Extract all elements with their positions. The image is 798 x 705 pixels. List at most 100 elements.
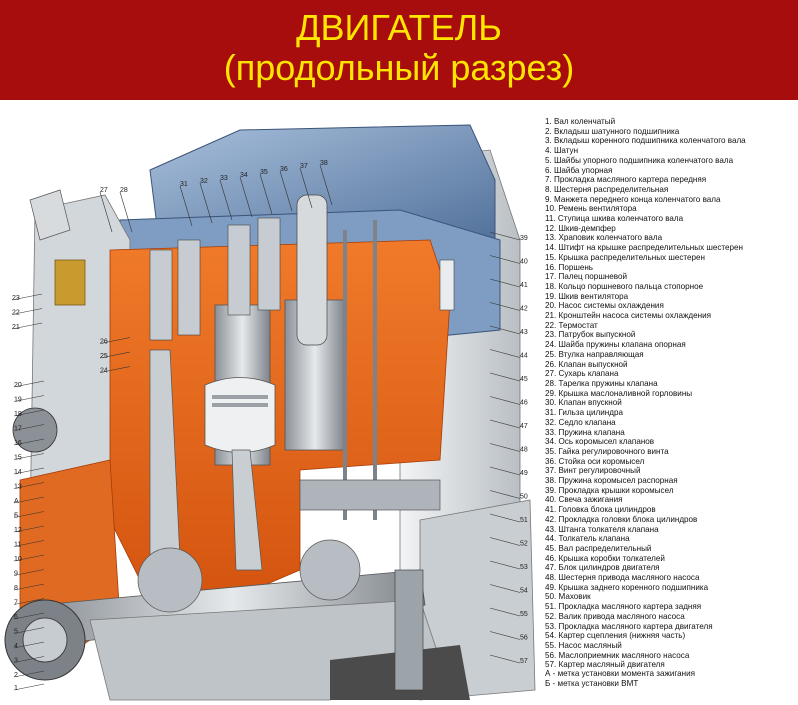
legend-item: 39. Прокладка крышки коромысел [545, 485, 674, 495]
callout-label: 27 [100, 187, 108, 194]
callout-label: 47 [520, 423, 528, 430]
legend-item: 26. Клапан выпускной [545, 359, 628, 369]
legend-item: 11. Ступица шкива коленчатого вала [545, 214, 684, 224]
callout-leader [13, 395, 45, 402]
callout-leader [489, 443, 521, 452]
callout-label: А [14, 498, 19, 505]
callout-leader [13, 438, 45, 446]
callout-label: 8 [14, 585, 18, 592]
legend-item: 37. Винт регулировочный [545, 466, 641, 476]
legend-item: 57. Картер масляный двигателя [545, 660, 665, 670]
thermostat [54, 259, 86, 306]
callout-label: 5 [14, 629, 18, 636]
callout-leader [199, 182, 213, 224]
callout-leader [11, 293, 43, 301]
callout-leader [13, 424, 45, 431]
legend-item: 23. Патрубок выпускной [545, 330, 636, 340]
crank-counterweight-2 [299, 539, 361, 601]
callout-leader [489, 325, 521, 335]
legend-item: 16. Поршень [545, 262, 594, 272]
callout-label: 38 [320, 160, 328, 167]
callout-label: 6 [14, 614, 18, 621]
legend-item: 28. Тарелка пружины клапана [545, 378, 658, 388]
callout-leader [319, 164, 333, 206]
callout-leader [13, 467, 45, 475]
callout-leader [299, 167, 313, 209]
callout-leader [13, 641, 45, 649]
legend-item: 36. Стойка оси коромысел [545, 456, 645, 466]
callout-label: 53 [520, 564, 528, 571]
callout-label: 16 [14, 440, 22, 447]
legend-item: 49. Крышка заднего коренного подшипника [545, 582, 709, 592]
callout-leader [489, 372, 521, 382]
legend-item: 56. Маслоприемник масляного насоса [545, 650, 690, 660]
legend-item: 1. Вал коленчатый [545, 117, 616, 126]
callout-label: 17 [14, 426, 22, 433]
callout-leader [489, 513, 521, 523]
outlet-pipe [29, 189, 71, 241]
callout-leader [179, 185, 193, 227]
legend-item: 12. Шкив-демпфер [545, 223, 616, 233]
callout-label: 21 [12, 324, 20, 331]
callout-label: 43 [520, 329, 528, 336]
legend-item: 38. Пружина коромысел распорная [545, 476, 678, 486]
callout-label: 7 [14, 600, 18, 607]
callout-label: 36 [280, 166, 288, 173]
callout-leader [13, 627, 45, 634]
callout-leader [489, 537, 521, 546]
legend-item: 27. Сухарь клапана [545, 369, 619, 379]
callout-leader [489, 396, 521, 405]
legend-item: 13. Храповик коленчатого вала [545, 233, 663, 243]
legend-item: 30. Клапан впускной [545, 398, 622, 408]
legend-item: 41. Головка блока цилиндров [545, 505, 656, 515]
legend-item: 18. Кольцо поршневого пальца стопорное [545, 281, 704, 291]
callout-label: 39 [520, 235, 528, 242]
callout-label: 20 [14, 382, 22, 389]
legend-item: 55. Насос масляный [545, 640, 622, 650]
legend-item: 2. Вкладыш шатунного подшипника [545, 126, 680, 136]
legend-item: 42. Прокладка головки блока цилиндров [545, 514, 698, 524]
callout-leader [13, 511, 45, 518]
callout-label: 4 [14, 643, 18, 650]
callout-label: 54 [520, 588, 528, 595]
legend-item: 35. Гайка регулировочного винта [545, 446, 669, 456]
callout-label: 22 [12, 310, 20, 317]
callout-label: 56 [520, 635, 528, 642]
callout-leader [489, 607, 521, 617]
callout-leader [99, 366, 131, 373]
callout-label: 11 [14, 542, 21, 549]
legend-item: 22. Термостат [545, 320, 598, 330]
legend-item: 53. Прокладка масляного картера двигател… [545, 621, 713, 631]
legend-item: 3. Вкладыш коренного подшипника коленчат… [545, 136, 746, 146]
piston [204, 377, 276, 453]
legend-item: 21. Кронштейн насоса системы охлаждения [545, 311, 712, 321]
callout-leader [13, 482, 45, 489]
legend-item: 25. Втулка направляющая [545, 349, 644, 359]
callout-label: 35 [260, 169, 268, 176]
legend-item: 17. Палец поршневой [545, 272, 628, 282]
callout-label: 52 [520, 541, 528, 548]
callout-leader [489, 631, 521, 640]
callout-label: 42 [520, 306, 528, 313]
callout-leader [13, 453, 45, 460]
legend-item: 51. Прокладка масляного картера задняя [545, 602, 702, 612]
callout-leader [489, 419, 521, 429]
legend-item: 19. Шкив вентилятора [545, 291, 629, 301]
camshaft [299, 479, 441, 511]
legend-item: 34. Ось коромысел клапанов [545, 437, 655, 447]
callout-leader [489, 490, 521, 499]
callout-label: 51 [520, 517, 528, 524]
legend-item: 9. Манжета переднего конца коленчатого в… [545, 194, 721, 204]
callout-label: 15 [14, 455, 22, 462]
callout-leader [99, 351, 131, 359]
callout-label: 24 [100, 368, 108, 375]
note-ignition-mark: А - метка установки момента зажигания [545, 669, 696, 678]
callout-label: 45 [520, 376, 528, 383]
page-subtitle: (продольный разрез) [223, 47, 575, 88]
callout-leader [489, 466, 521, 476]
callout-leader [259, 173, 273, 215]
